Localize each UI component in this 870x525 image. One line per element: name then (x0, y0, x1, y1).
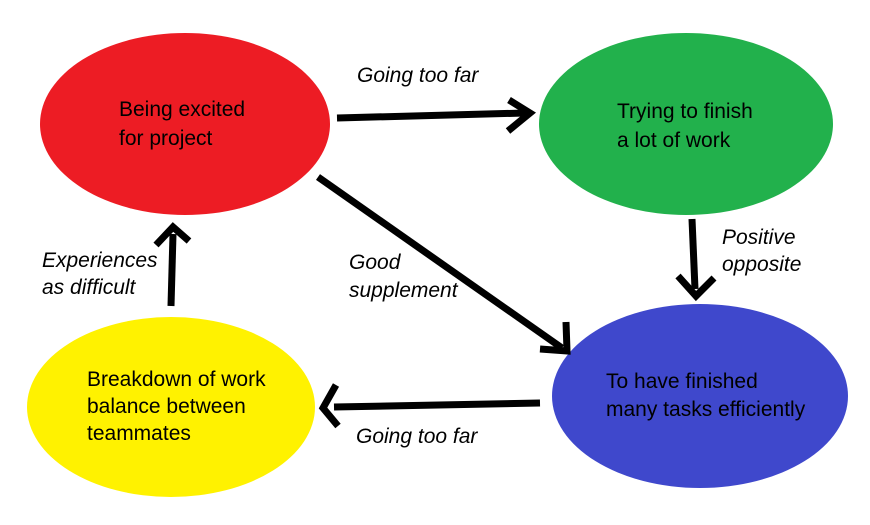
arrow-finished-to-breakdown (318, 383, 541, 429)
node-being-excited-ellipse (40, 33, 330, 215)
edge-label-positive-opposite: Positive opposite (722, 226, 802, 276)
node-trying-to-finish-ellipse (539, 33, 833, 215)
arrow-excited-to-finished (315, 174, 571, 355)
node-label-being-excited: Being excited for project (119, 98, 246, 150)
edge-label-going-too-far-top: Going too far (357, 64, 479, 87)
diagram-arrows (153, 97, 717, 429)
node-label-trying-to-finish: Trying to finish a lot of work (617, 100, 753, 152)
arrow-excited-to-trying (336, 97, 537, 134)
node-label-finished-tasks: To have finished many tasks efficiently (606, 370, 806, 421)
node-finished-tasks-ellipse (552, 304, 848, 488)
node-breakdown-ellipse (27, 317, 315, 497)
node-label-breakdown: Breakdown of work balance between teamma… (87, 368, 266, 445)
edge-label-experiences-as-difficult: Experiences as difficult (42, 249, 158, 299)
edge-label-good-supplement: Good supplement (349, 251, 458, 302)
arrow-breakdown-to-excited (153, 222, 192, 307)
arrow-trying-to-finished (675, 218, 717, 302)
edge-label-going-too-far-bottom: Going too far (356, 425, 478, 448)
